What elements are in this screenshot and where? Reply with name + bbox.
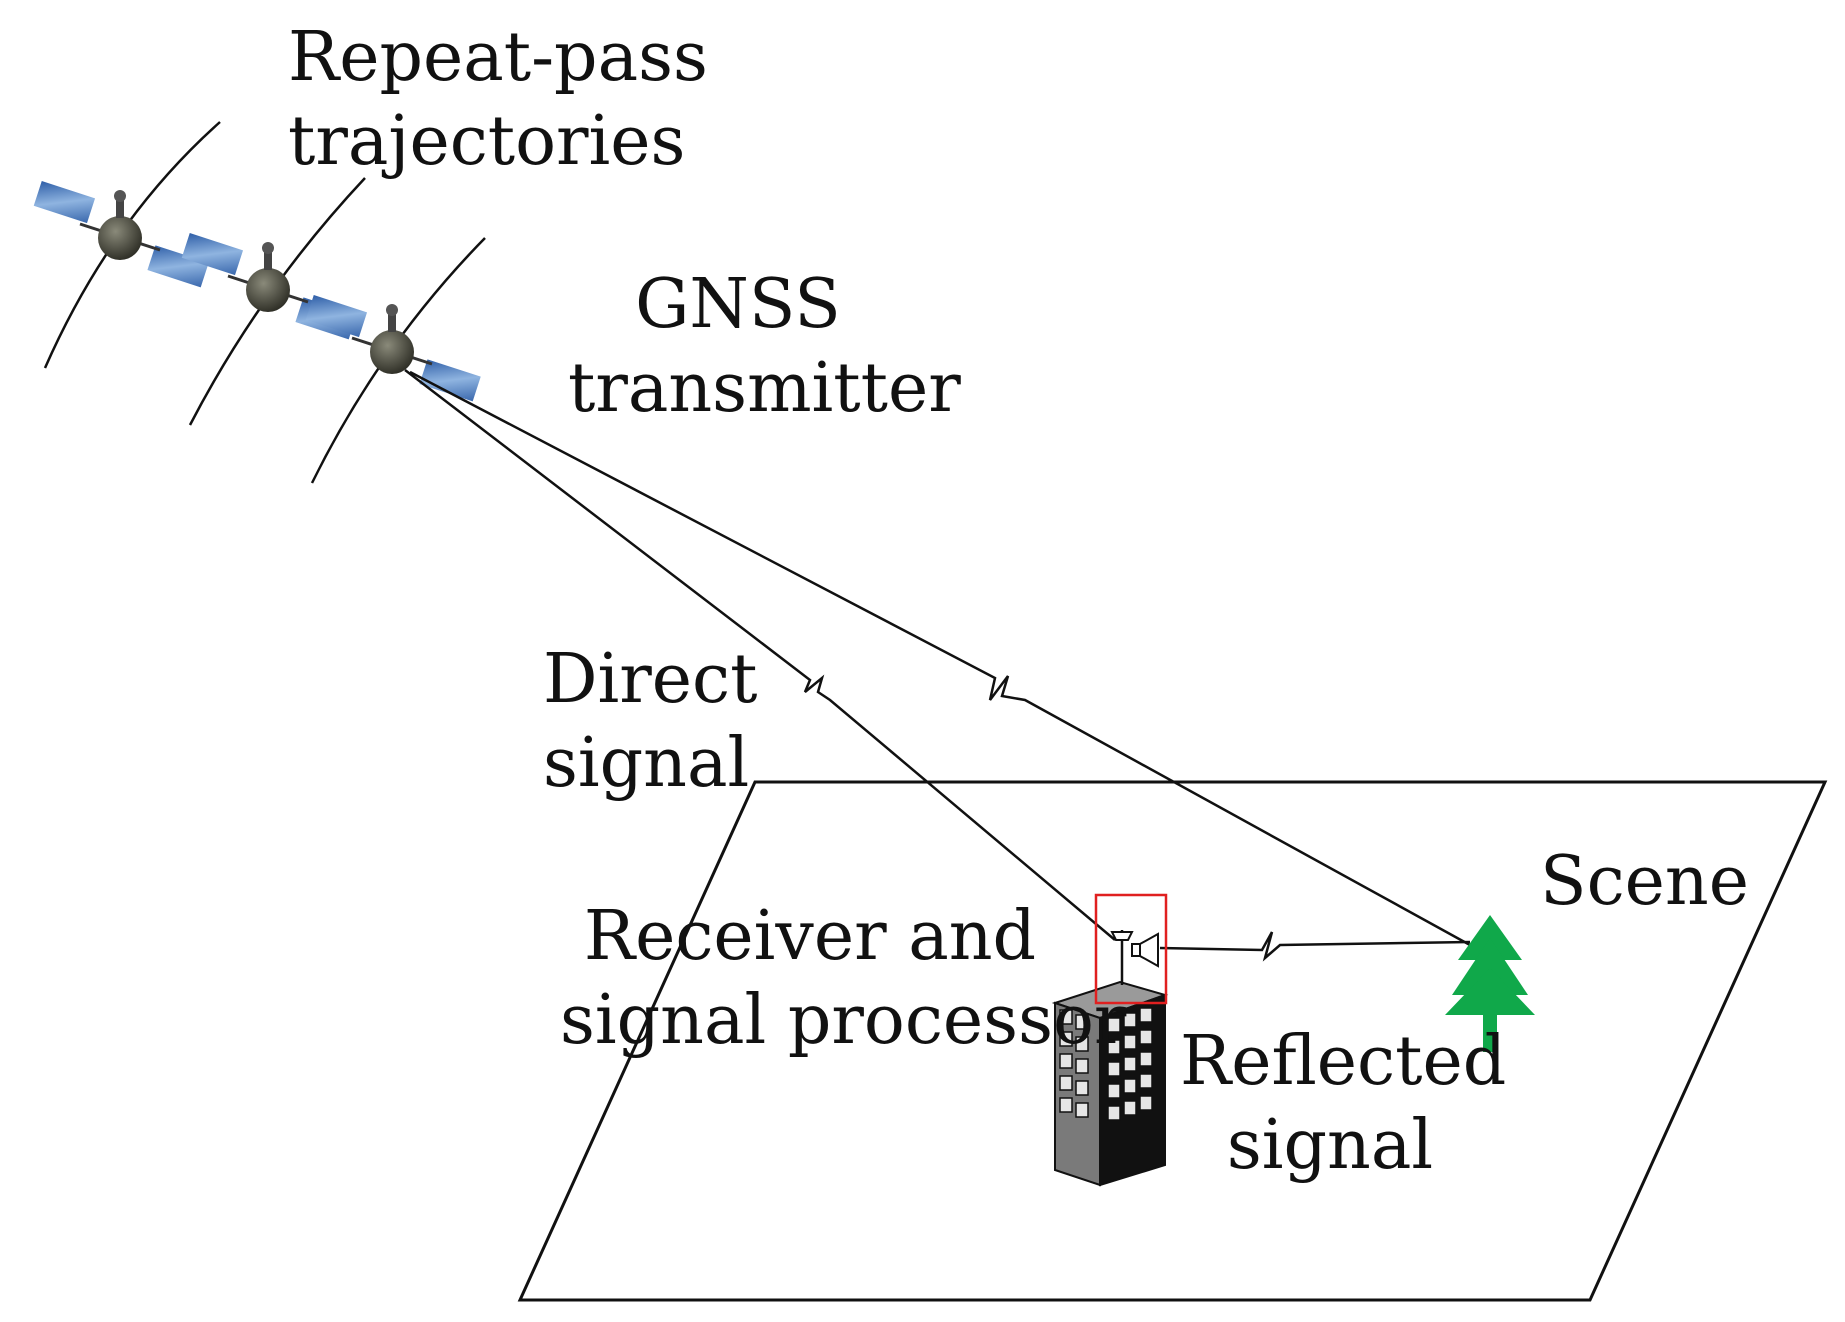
trajectories-label-line-1: Repeat-pass [288, 18, 708, 97]
satellite-icon [32, 179, 211, 289]
direct-signal-line [404, 369, 1116, 941]
trajectories-label-line-2: trajectories [288, 102, 686, 181]
transmitter-label-line-1: GNSS [635, 265, 841, 344]
receiver-label: Receiver and signal processor [560, 895, 1127, 1063]
direct-signal-label-line-2: signal [543, 724, 750, 803]
antenna-icon [1110, 930, 1134, 985]
transmitter-label-line-2: transmitter [568, 349, 961, 428]
scene-label: Scene [1540, 842, 1749, 921]
scene-plane [517, 780, 1828, 1302]
horn-antenna-icon [1131, 932, 1159, 968]
satellite-icon [304, 293, 483, 403]
receiver-label-line-1: Receiver and [583, 897, 1037, 976]
reflected-signal-label: Reflected signal [1180, 1020, 1507, 1188]
reflected-signal-label-line-2: signal [1226, 1106, 1434, 1185]
tree-icon [1445, 915, 1535, 1052]
direct-signal-label-line-1: Direct [543, 640, 758, 719]
direct-signal-label: Direct signal [543, 638, 783, 806]
illumination-line [409, 370, 1471, 947]
trajectories-label: Repeat-pass trajectories [288, 16, 708, 184]
receiver-highlight-box [1094, 893, 1168, 1005]
reflected-signal-label-line-1: Reflected [1180, 1022, 1507, 1101]
receiver-label-line-2: signal processor [560, 981, 1127, 1060]
transmitter-label: GNSS transmitter [568, 263, 961, 431]
reflected-signal-line [1159, 931, 1471, 962]
